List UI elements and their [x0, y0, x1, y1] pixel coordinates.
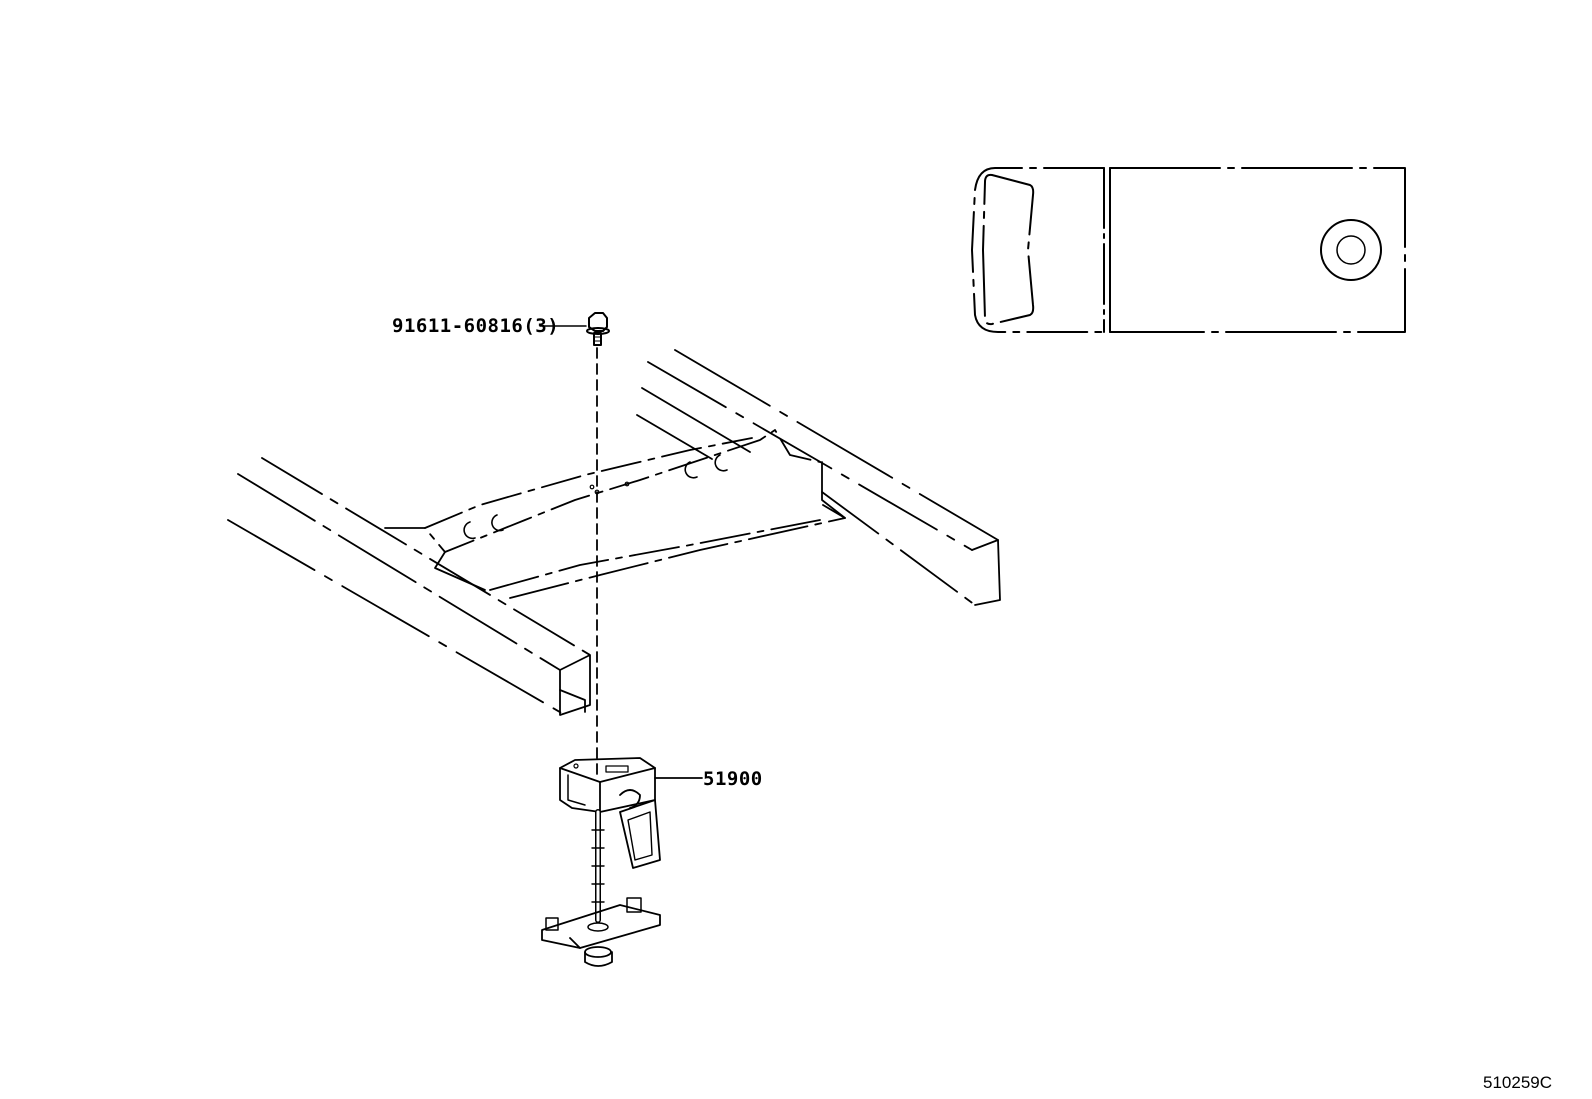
part-label-spare-tire-carrier[interactable]: 51900: [703, 768, 763, 790]
frame-crossmember-icon: [227, 349, 1001, 716]
illustration-id: 510259C: [1483, 1073, 1553, 1092]
flange-bolt-icon: [539, 312, 610, 346]
part-label-bolt[interactable]: 91611-60816(3): [392, 315, 560, 337]
spare-tire-carrier-icon: [541, 757, 661, 967]
vehicle-top-view-icon: [971, 167, 1406, 333]
